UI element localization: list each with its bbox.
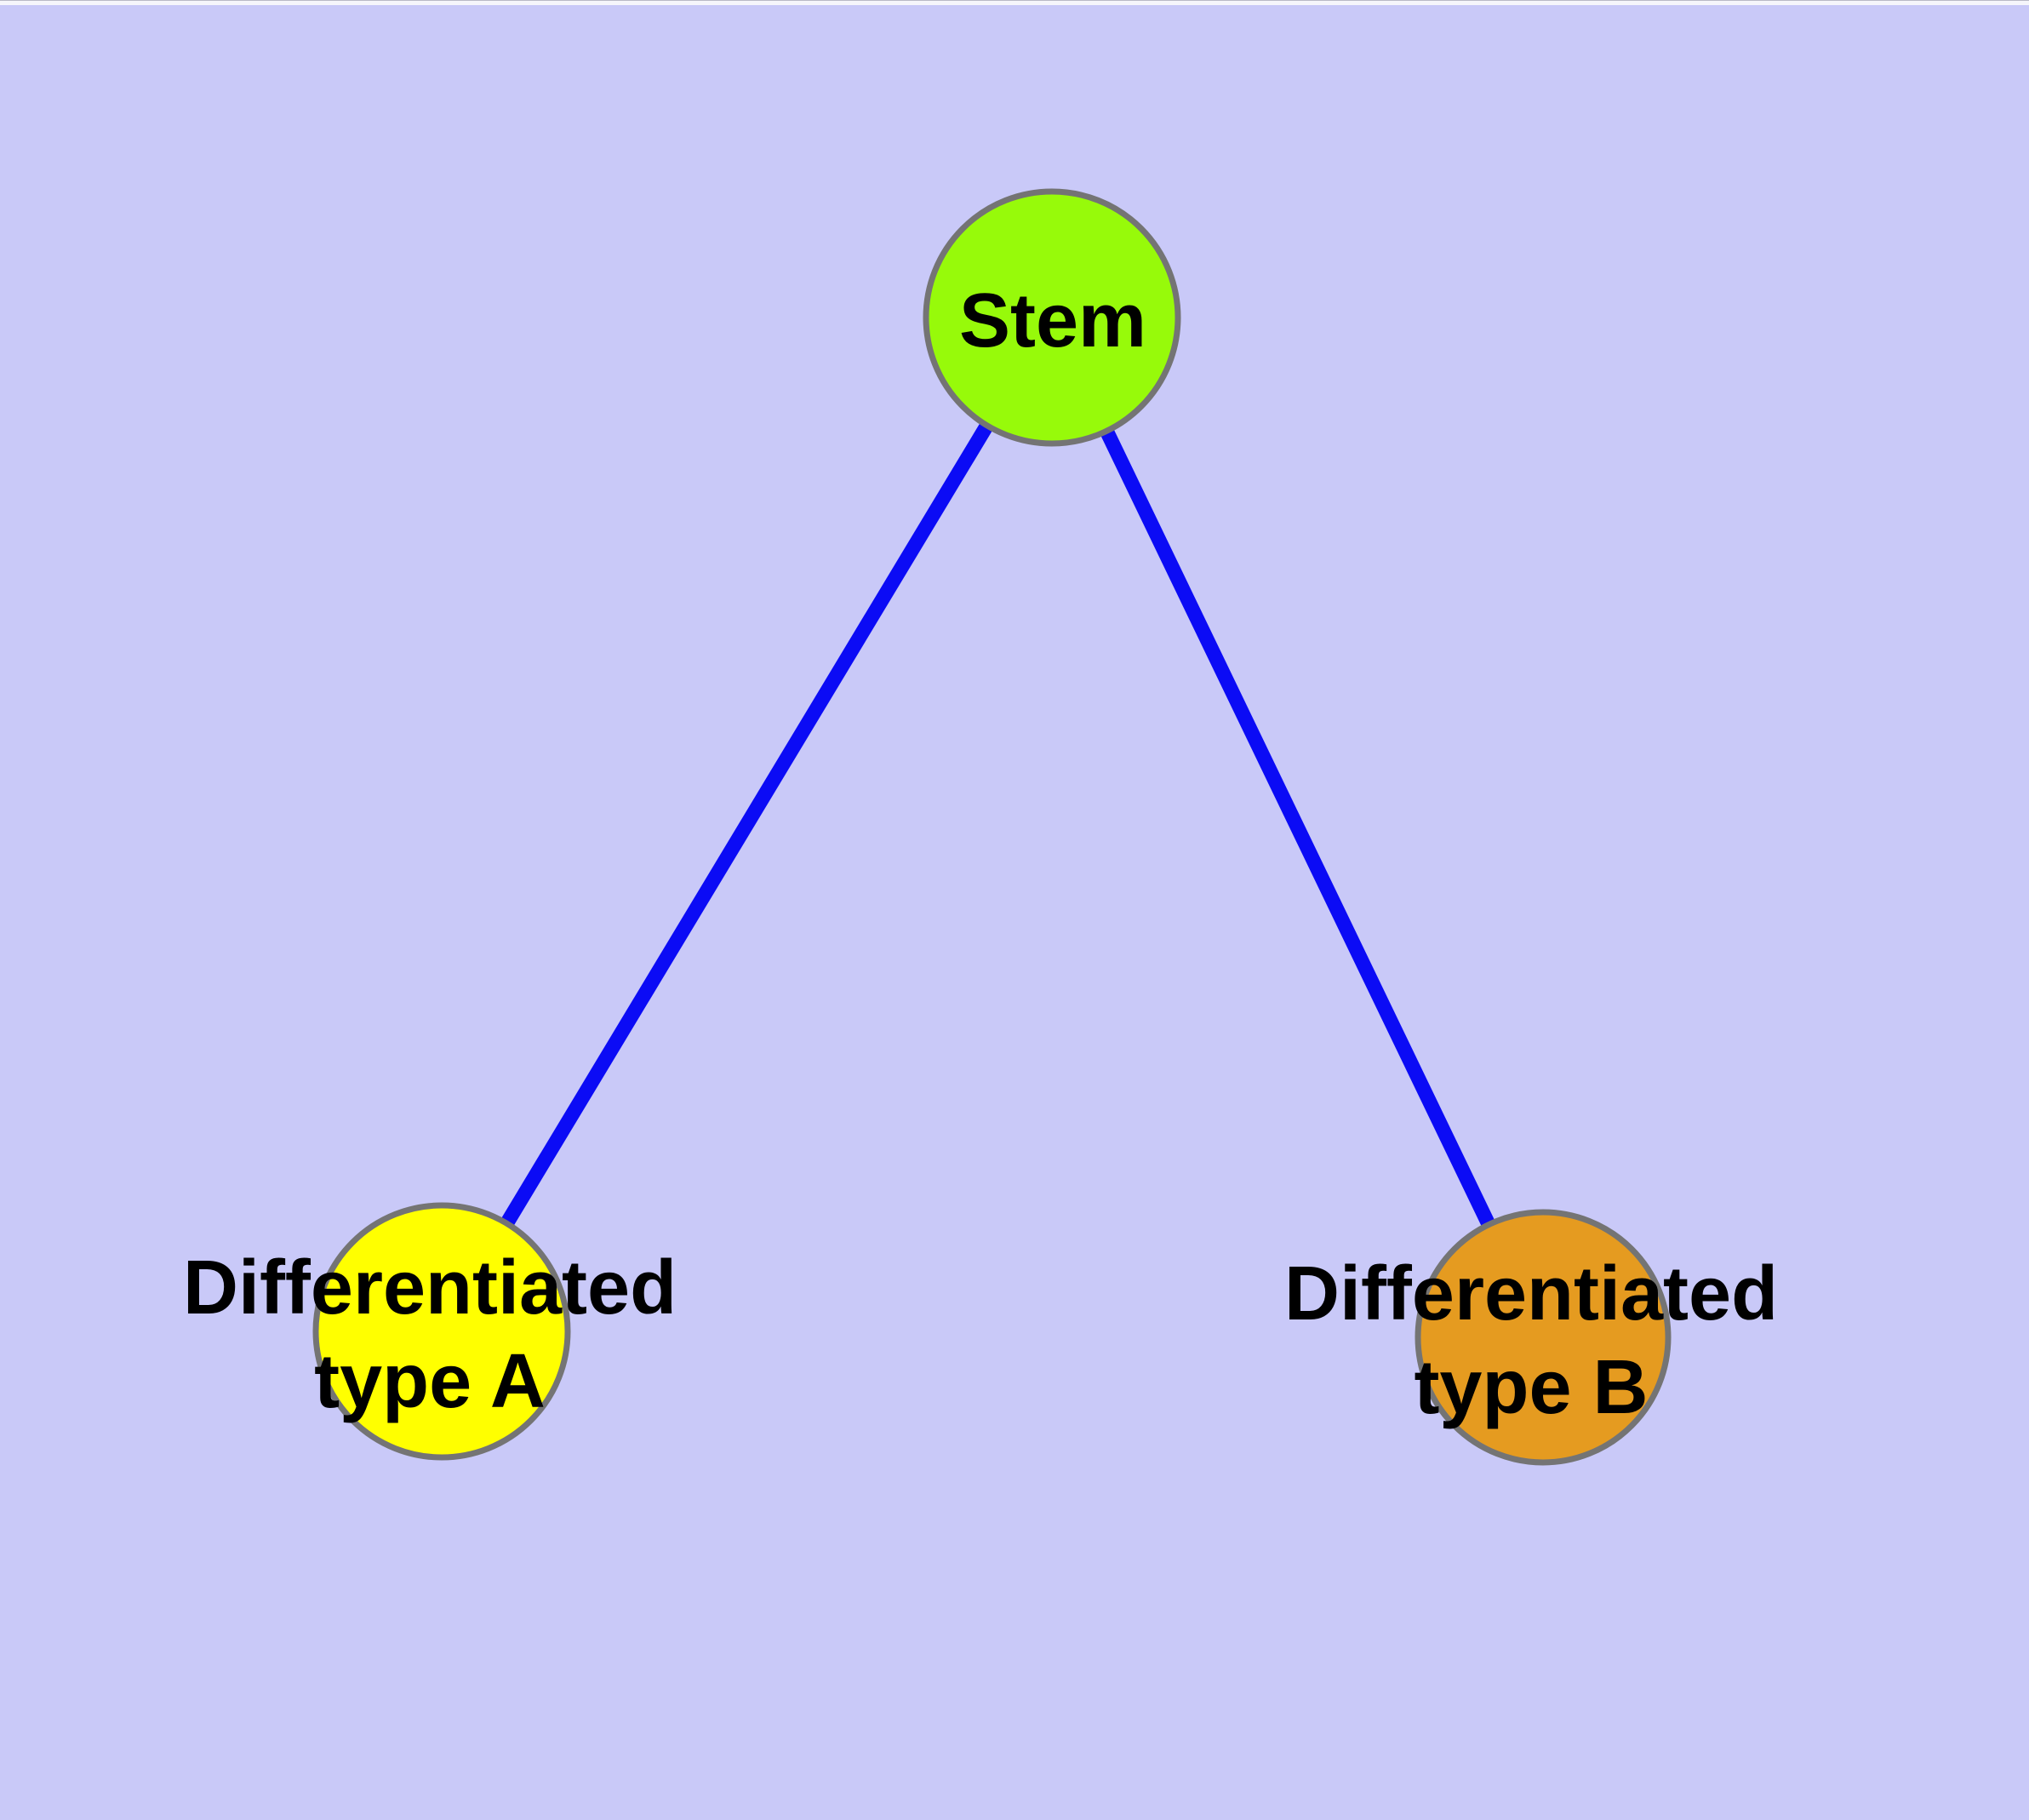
node-type-b-circle bbox=[1415, 1209, 1672, 1466]
node-type-a-circle bbox=[312, 1202, 571, 1461]
edge-stem-to-type-b bbox=[1045, 314, 1550, 1341]
node-stem-circle bbox=[923, 188, 1181, 447]
edge-stem-to-type-a bbox=[435, 313, 1059, 1336]
node-type-a-label: Differentiated type A bbox=[182, 1245, 677, 1424]
node-stem-label: Stem bbox=[958, 278, 1147, 363]
top-margin-strip bbox=[0, 0, 2029, 5]
node-type-b-label: Differentiated type B bbox=[1283, 1251, 1779, 1430]
